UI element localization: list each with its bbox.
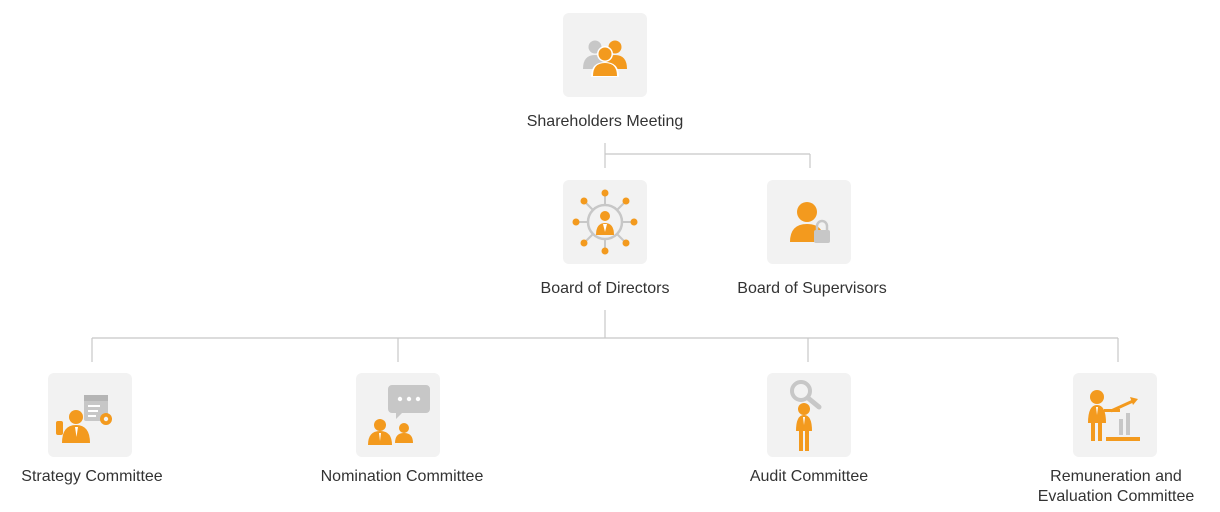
audit-committee-label: Audit Committee: [749, 468, 869, 485]
person-presentation-chart-icon: [1073, 373, 1157, 457]
strategy-committee-label: Strategy Committee: [21, 468, 163, 485]
group-people-icon: [563, 13, 647, 97]
remuneration-label-line1: Remuneration and: [1050, 468, 1182, 485]
people-speech-bubble-icon: [356, 373, 440, 457]
person-lock-icon: [767, 180, 851, 264]
board-of-directors-label: Board of Directors: [540, 280, 670, 297]
shareholders-meeting-label: Shareholders Meeting: [526, 113, 684, 130]
person-calendar-gear-icon: [48, 373, 132, 457]
remuneration-label-line2: Evaluation Committee: [1037, 488, 1195, 505]
board-of-supervisors-label: Board of Supervisors: [737, 280, 887, 297]
person-magnifier-icon: [767, 373, 851, 457]
remuneration-evaluation-committee-label: Remuneration and Evaluation Committee: [1016, 467, 1216, 507]
nomination-committee-label: Nomination Committee: [320, 468, 484, 485]
network-person-icon: [563, 180, 647, 264]
